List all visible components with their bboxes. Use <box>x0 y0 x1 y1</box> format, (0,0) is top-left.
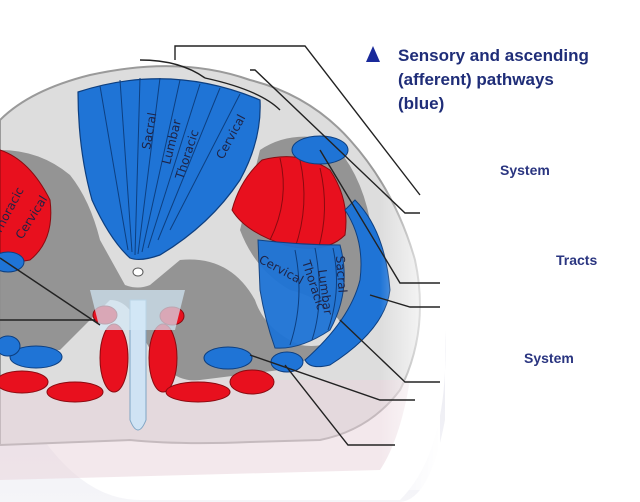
left-blue-tract <box>0 251 25 273</box>
red-tract-6 <box>229 369 275 395</box>
leader-lines <box>0 45 440 446</box>
blue-tract-1 <box>9 345 63 369</box>
legend-title-line-1: Sensory and ascending <box>398 46 589 65</box>
spinothalamic-fan <box>257 239 345 349</box>
legend-title-line-3: (blue) <box>398 94 445 113</box>
cord-lower-slab <box>0 380 410 480</box>
ventral-white-commissure <box>90 290 185 330</box>
dorsal-column-dividers <box>99 77 241 256</box>
blue-tract-2 <box>203 346 253 370</box>
central-canal <box>132 267 144 277</box>
red-tract-7 <box>46 381 104 403</box>
ventral-median-fissure <box>129 299 147 431</box>
lateral-label-sacral: Sacral <box>333 255 350 293</box>
lateral-blue-dividers <box>289 247 338 346</box>
right-fade-overlay <box>380 110 440 490</box>
label-system-top: System <box>500 162 550 178</box>
lateral-label-lumbar: Lumbar <box>315 268 335 315</box>
red-tract-4 <box>148 323 178 393</box>
ascending-arrow-head <box>366 46 380 62</box>
dorsal-label-sacral: Sacral <box>139 111 159 150</box>
lateral-red-dividers <box>269 157 325 251</box>
blue-tract-4 <box>0 335 21 357</box>
legend-title: Sensory and ascending (afferent) pathway… <box>398 44 628 116</box>
blue-tract-3 <box>270 351 304 373</box>
legend-title-line-2: (afferent) pathways <box>398 70 554 89</box>
red-tract-8 <box>0 370 49 394</box>
label-tracts: Tracts <box>556 252 598 268</box>
label-system-bottom: System <box>524 350 574 366</box>
cord-side-face <box>0 330 446 502</box>
left-red-block <box>0 149 52 266</box>
red-tract-3 <box>99 323 129 393</box>
red-tract-5 <box>165 381 231 403</box>
